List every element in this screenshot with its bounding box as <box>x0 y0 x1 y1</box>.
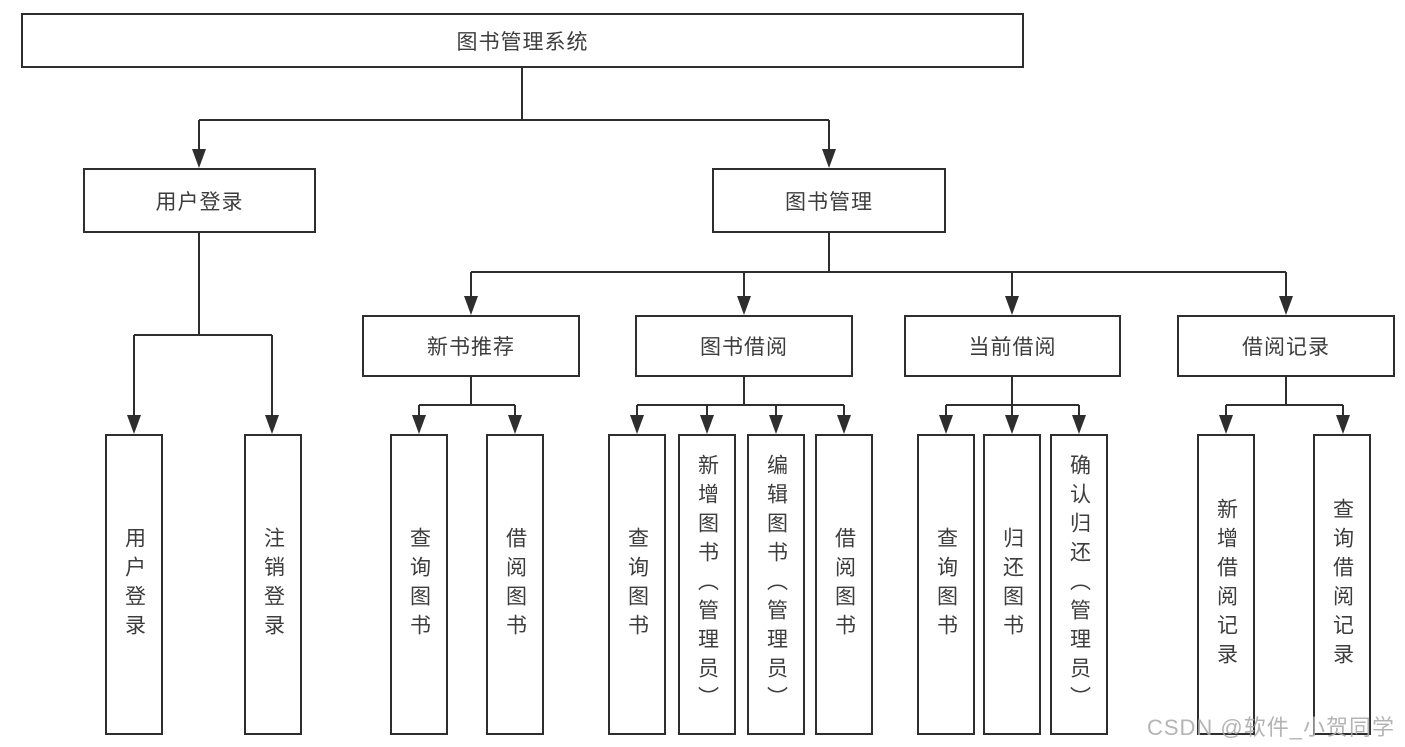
node-borrow-books-borrowing: 借阅图书 <box>815 434 873 735</box>
node-add-books-admin: 新增图书（管理员） <box>678 434 736 735</box>
node-edit-books-admin: 编辑图书（管理员） <box>747 434 805 735</box>
node-user-login: 用户登录 <box>83 168 316 233</box>
node-logout-action: 注销登录 <box>244 434 302 735</box>
node-label: 用户登录 <box>122 526 146 643</box>
node-borrow-books-recommend: 借阅图书 <box>486 434 544 735</box>
node-label: 注销登录 <box>261 526 285 643</box>
node-label: 新增借阅记录 <box>1214 497 1238 672</box>
node-label: 查询图书 <box>625 526 649 643</box>
node-label: 借阅记录 <box>1242 336 1330 359</box>
node-search-books-borrowing: 查询图书 <box>608 434 666 735</box>
node-label: 借阅图书 <box>503 526 527 643</box>
node-label: 图书管理系统 <box>456 30 589 54</box>
node-label: 确认归还（管理员） <box>1067 454 1091 715</box>
node-label: 新书推荐 <box>427 336 515 359</box>
node-return-books: 归还图书 <box>983 434 1041 735</box>
node-confirm-return-admin: 确认归还（管理员） <box>1050 434 1108 735</box>
csdn-watermark: CSDN @软件_小贺同学 <box>1146 715 1395 740</box>
node-search-books-current: 查询图书 <box>917 434 975 735</box>
node-search-books-recommend: 查询图书 <box>390 434 448 735</box>
node-library-management-system: 图书管理系统 <box>21 13 1024 68</box>
node-label: 用户登录 <box>155 190 244 214</box>
node-current-borrowing: 当前借阅 <box>904 315 1121 377</box>
node-label: 新增图书（管理员） <box>695 454 719 715</box>
node-label: 图书管理 <box>785 190 873 214</box>
node-user-login-action: 用户登录 <box>105 434 163 735</box>
node-new-book-recommendation: 新书推荐 <box>362 315 580 377</box>
node-book-borrowing: 图书借阅 <box>635 315 853 377</box>
node-search-borrow-record: 查询借阅记录 <box>1313 434 1371 735</box>
node-borrowing-records: 借阅记录 <box>1177 315 1395 377</box>
node-label: 当前借阅 <box>968 336 1057 359</box>
node-label: 查询借阅记录 <box>1330 497 1354 672</box>
node-add-borrow-record: 新增借阅记录 <box>1197 434 1255 735</box>
node-book-management: 图书管理 <box>712 168 946 233</box>
node-label: 查询图书 <box>934 526 958 643</box>
node-label: 编辑图书（管理员） <box>764 454 788 715</box>
node-label: 查询图书 <box>407 526 431 643</box>
node-label: 借阅图书 <box>832 526 856 643</box>
node-label: 归还图书 <box>1000 526 1024 643</box>
node-label: 图书借阅 <box>700 336 788 359</box>
